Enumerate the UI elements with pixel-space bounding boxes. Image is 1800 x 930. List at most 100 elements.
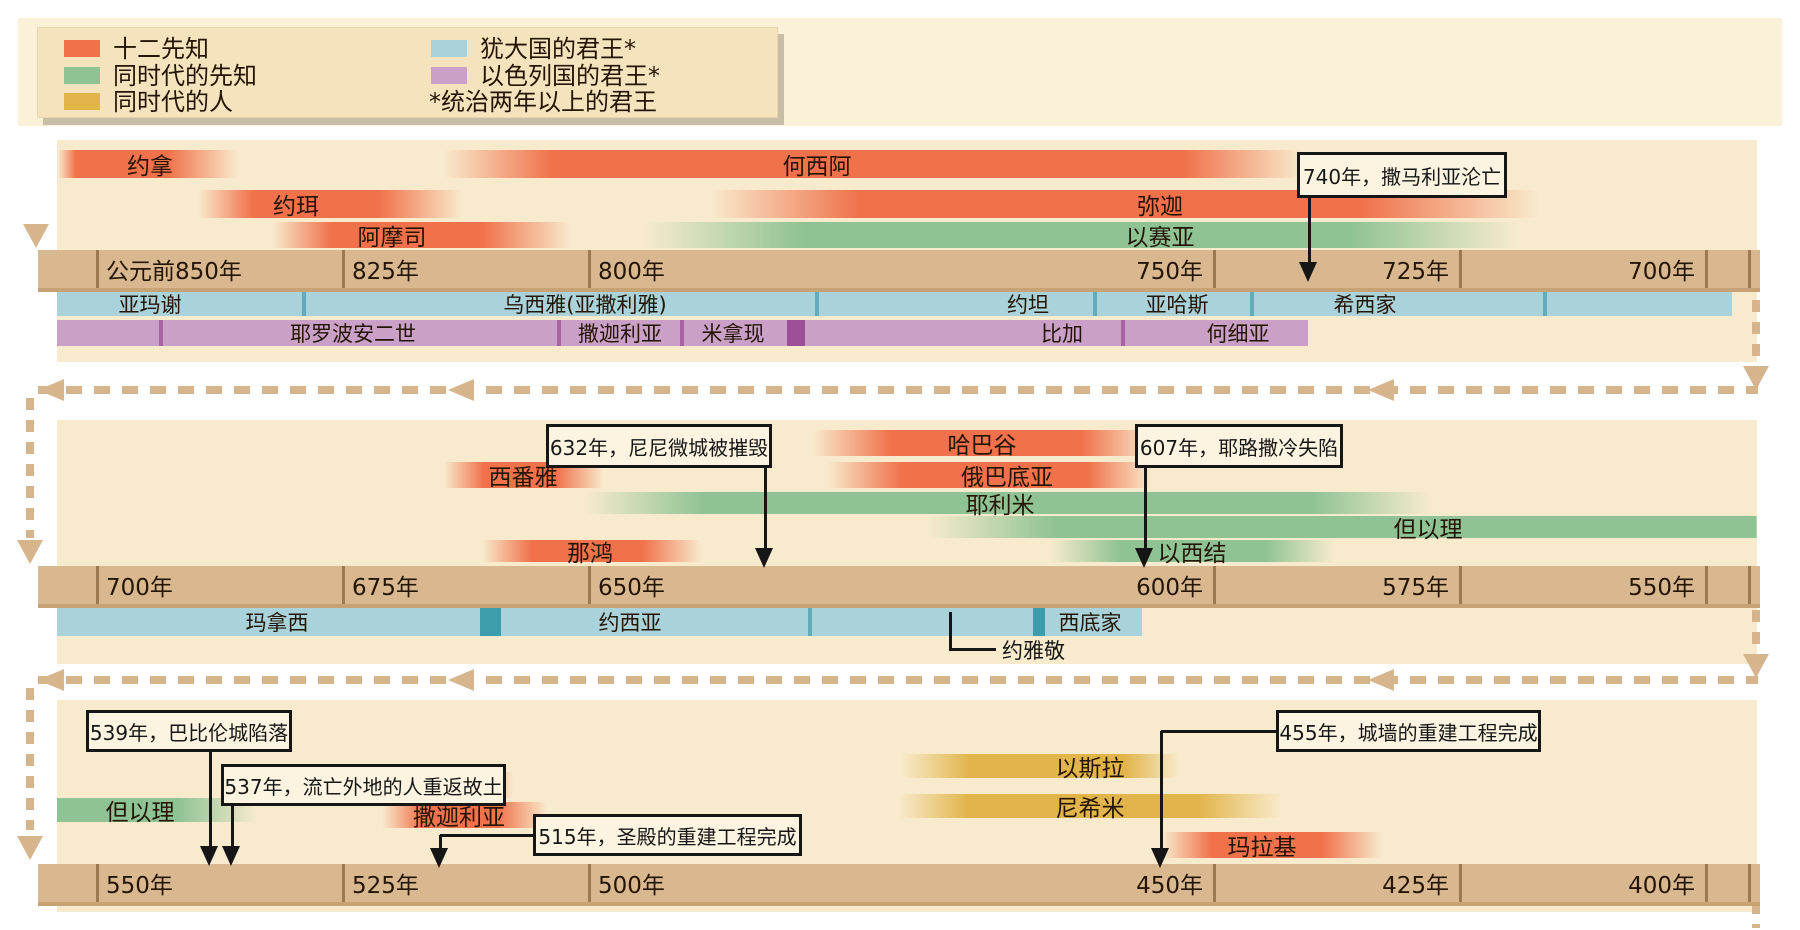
king-divider	[159, 320, 163, 346]
bar-label-daniel-2: 但以理	[105, 800, 175, 826]
king-divider	[557, 320, 561, 346]
edge-dashed-connector	[1752, 610, 1760, 660]
axis-label-band-550-400-425: 425年	[1382, 873, 1449, 899]
bar-label-isaiah: 以赛亚	[1125, 225, 1195, 251]
axis-label-band-700-550-650: 650年	[598, 575, 665, 601]
legend-swatch-kings-of-israel	[431, 67, 467, 84]
bar-jonah	[58, 150, 238, 178]
king-pekahiah	[787, 320, 805, 346]
bar-label-micah: 弥迦	[1137, 194, 1183, 220]
axis-tick-band-700-550-575	[1459, 566, 1462, 604]
edge-down-arrow-icon	[17, 540, 43, 564]
axis-bar-band-700-550	[38, 566, 1760, 608]
axis-tick-band-550-400-400	[1705, 864, 1708, 902]
bar-obadiah	[827, 462, 1152, 488]
axis-bar-band-850-700	[38, 250, 1760, 292]
axis-label-band-700-550-550: 550年	[1628, 575, 1695, 601]
bar-label-zechariah-prophet: 撒迦利亚	[413, 805, 505, 831]
bar-isaiah	[643, 222, 1520, 248]
king-label-hezekiah: 希西家	[1333, 293, 1397, 317]
callout-event-539: 539年，巴比伦城陷落	[86, 710, 292, 752]
king-divider	[302, 292, 306, 316]
edge-dashed-connector	[1752, 902, 1760, 928]
bar-label-joel: 约珥	[273, 194, 319, 220]
king-row-judah-kings-2	[57, 608, 1142, 636]
callout-arrow-line-event-740	[1308, 198, 1311, 262]
bar-label-nahum: 那鸿	[567, 541, 613, 567]
callout-elbow-h-event-515	[440, 834, 533, 837]
callout-arrow-head-event-632	[755, 548, 773, 568]
callout-event-455: 455年，城墙的重建工程完成	[1276, 710, 1541, 752]
legend-label: 以色列国的君王*	[480, 62, 660, 90]
callout-event-607: 607年，耶路撒冷失陷	[1135, 424, 1343, 468]
bar-daniel	[926, 516, 1757, 538]
king-divider	[1543, 292, 1547, 316]
bar-label-habakkuk: 哈巴谷	[947, 433, 1017, 459]
king-label-jeroboam-ii: 耶罗波安二世	[290, 322, 416, 346]
axis-tick-band-700-550-700	[96, 566, 99, 604]
callout-elbow-v-event-455	[1160, 731, 1163, 848]
callout-event-515: 515年，圣殿的重建工程完成	[533, 814, 802, 856]
callout-arrow-head-event-539	[200, 846, 218, 866]
axis-tick-band-700-550-675	[342, 566, 345, 604]
king-label-manasseh: 玛拿西	[245, 611, 309, 635]
king-label-uzziah: 乌西雅(亚撒利雅)	[503, 293, 667, 317]
axis-tick-band-550-400-450	[1213, 864, 1216, 902]
connector-line-h-jehoiakim-connector	[949, 648, 996, 651]
axis-tick-band-550-400-500	[588, 864, 591, 902]
king-label-amaziah: 亚玛谢	[118, 293, 182, 317]
legend-label: 十二先知	[113, 35, 209, 63]
king-label-menahem: 米拿现	[701, 322, 765, 346]
legend: 十二先知 同时代的先知 同时代的人 犹大国的君王* 以色列国的君王* *统治两年…	[37, 27, 778, 118]
axis-tick-band-850-700-825	[342, 250, 345, 288]
bar-label-jonah: 约拿	[127, 154, 173, 180]
bar-label-nehemiah: 尼希米	[1055, 796, 1125, 822]
axis-edge-tick-band-850-700	[1748, 250, 1751, 288]
axis-tick-band-550-400-550	[96, 864, 99, 902]
bar-jeremiah	[584, 492, 1432, 514]
edge-down-arrow-icon	[1743, 654, 1769, 678]
callout-elbow-v-event-515	[439, 835, 442, 848]
axis-tick-band-850-700-725	[1459, 250, 1462, 288]
king-label-zedekiah: 西底家	[1058, 611, 1122, 635]
axis-label-band-850-700-725: 725年	[1382, 259, 1449, 285]
axis-tick-band-700-550-600	[1213, 566, 1216, 604]
king-label-josiah: 约西亚	[598, 611, 662, 635]
callout-arrow-line-event-632	[764, 468, 767, 548]
bar-habakkuk	[812, 430, 1152, 456]
axis-label-band-700-550-575: 575年	[1382, 575, 1449, 601]
king-amon	[480, 608, 501, 636]
bar-label-malachi: 玛拉基	[1227, 835, 1297, 861]
king-divider	[1121, 320, 1125, 346]
king-divider	[680, 320, 684, 346]
axis-label-band-700-550-600: 600年	[1136, 575, 1203, 601]
axis-label-band-700-550-700: 700年	[106, 575, 173, 601]
king-label-jotham: 约坦	[1007, 293, 1049, 317]
axis-label-band-550-400-400: 400年	[1628, 873, 1695, 899]
callout-event-740: 740年，撒马利亚沦亡	[1297, 152, 1507, 198]
bar-label-obadiah: 俄巴底亚	[961, 465, 1053, 491]
bar-label-jeremiah: 耶利米	[965, 493, 1035, 519]
axis-label-band-550-400-525: 525年	[352, 873, 419, 899]
king-divider	[1093, 292, 1097, 316]
bar-label-zephaniah: 西番雅	[488, 465, 558, 491]
callout-event-632: 632年，尼尼微城被摧毁	[546, 424, 772, 468]
edge-down-arrow-icon	[17, 836, 43, 860]
edge-dashed-connector	[26, 688, 34, 830]
bar-label-ezekiel: 以西结	[1157, 541, 1227, 567]
king-row-judah-kings-1	[57, 292, 1732, 316]
axis-tick-band-850-700-750	[1213, 250, 1216, 288]
bar-label-hosea: 何西阿	[782, 154, 852, 180]
callout-event-537: 537年，流亡外地的人重返故土	[221, 764, 506, 806]
bar-label-ezra: 以斯拉	[1055, 756, 1125, 782]
callout-arrow-head-event-455	[1151, 848, 1169, 868]
axis-tick-band-700-550-550	[1705, 566, 1708, 604]
axis-edge-tick-band-700-550	[1748, 566, 1751, 604]
king-divider	[815, 292, 819, 316]
legend-footnote: *统治两年以上的君王	[429, 88, 657, 116]
legend-swatch-contemporary-prophets	[64, 67, 100, 84]
bar-label-daniel: 但以理	[1393, 517, 1463, 543]
king-divider	[1250, 292, 1254, 316]
wrap-left-arrow-icon	[1368, 669, 1394, 691]
